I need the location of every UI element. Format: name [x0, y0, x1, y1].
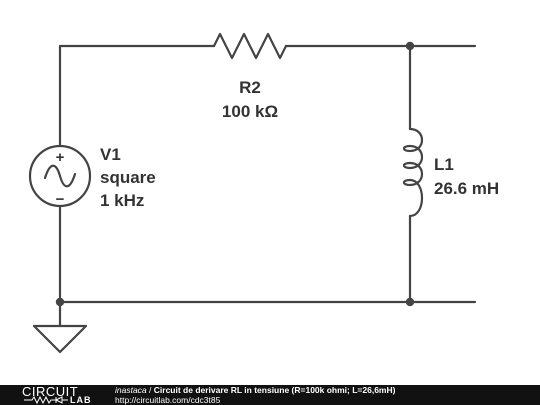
footer-bar: CIRCUIT LAB inastaca / Circuit de deriva… [0, 384, 540, 405]
logo-circuit-text: CIRCUIT [22, 384, 79, 399]
v1-name-label: V1 [100, 145, 121, 164]
l1-value-label: 26.6 mH [434, 179, 499, 198]
resistor-logo-icon [24, 396, 68, 404]
v1-plus-sign: + [56, 149, 65, 166]
ground-icon [32, 324, 88, 354]
circuit-title: Circuit de derivare RL in tensiune (R=10… [153, 385, 396, 395]
footer-text: inastaca / Circuit de derivare RL in ten… [115, 385, 396, 405]
junction-node-top-right [405, 41, 415, 51]
l1-name-label: L1 [434, 155, 454, 174]
v1-minus-sign: − [56, 191, 65, 208]
author-name[interactable]: inastaca [115, 385, 147, 395]
circuit-url[interactable]: http://circuitlab.com/cdc3t85 [115, 394, 221, 405]
circuitlab-logo[interactable]: CIRCUIT LAB [22, 384, 106, 405]
title-separator: / [146, 385, 154, 395]
voltage-source-v1[interactable]: + − [28, 144, 92, 208]
r2-value-label: 100 kΩ [222, 102, 278, 121]
circuit-schematic: + − R2 100 kΩ V1 square 1 kHz L1 26.6 mH [28, 32, 499, 354]
v1-type-label: square [100, 168, 156, 187]
wire-top-left [58, 44, 216, 148]
logo-lab-text: LAB [70, 395, 92, 405]
inductor-l1[interactable] [402, 127, 424, 218]
resistor-r2[interactable] [212, 32, 288, 60]
junction-node-bottom-right [405, 297, 415, 307]
sine-wave-icon [43, 164, 77, 188]
r2-name-label: R2 [239, 78, 261, 97]
v1-freq-label: 1 kHz [100, 191, 144, 210]
junction-node-bottom-left [55, 297, 65, 307]
